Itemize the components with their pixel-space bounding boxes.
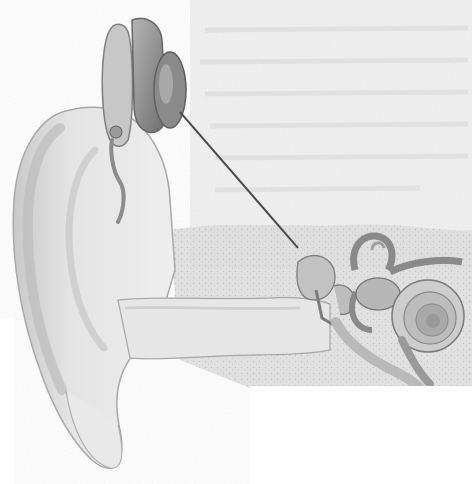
ear-canal xyxy=(118,297,330,358)
blank-left-margin xyxy=(0,318,14,484)
blank-lower-area xyxy=(250,386,472,484)
